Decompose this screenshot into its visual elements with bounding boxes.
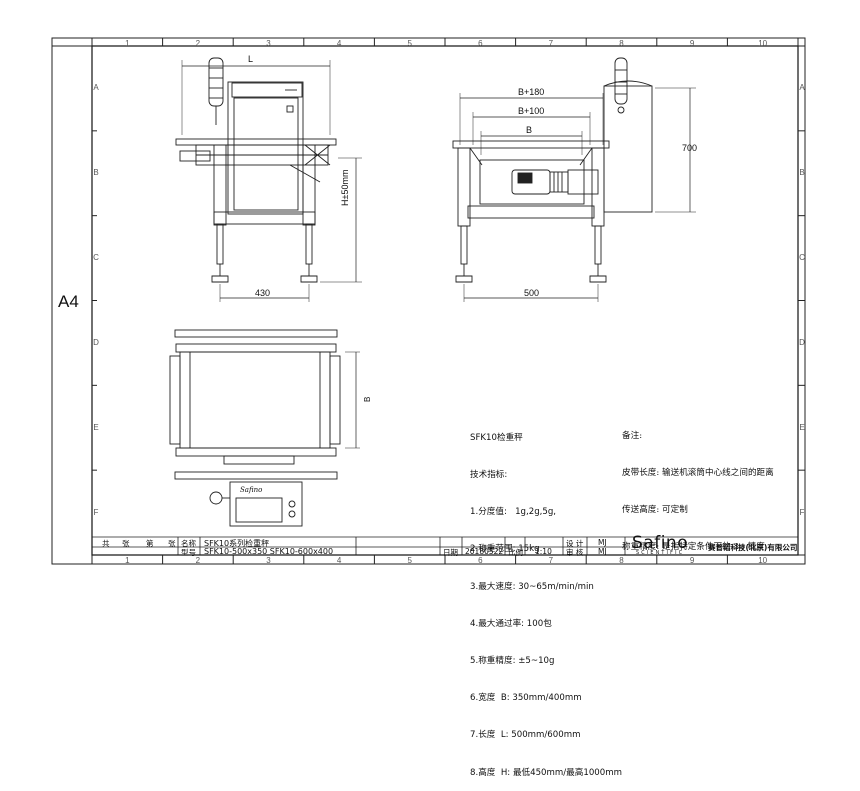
zone-column-label: 2 (195, 39, 201, 48)
zone-column-label: 7 (548, 556, 554, 565)
tb-design-value: MJ (598, 538, 607, 547)
zone-row-label: A (799, 83, 805, 93)
zone-column-label: 2 (195, 556, 201, 565)
tb-name-value: SFK10系列检重秤 (204, 539, 270, 548)
remarks-title: 备注: (622, 430, 643, 441)
sheet-size-label: A4 (58, 292, 79, 311)
zone-column-label: 4 (336, 556, 342, 565)
spec-item: 1.分度值: 1g,2g,5g, (470, 507, 557, 518)
tb-scale-value: 1:10 (535, 547, 552, 556)
zone-row-label: C (799, 253, 805, 263)
top-view (169, 329, 360, 527)
tb-model-value: SFK10-500x350 SFK10-600x400 (204, 547, 334, 556)
specs-subtitle: 技术指标: (470, 470, 508, 481)
zone-column-label: 7 (548, 39, 554, 48)
zone-column-label: 5 (407, 556, 412, 565)
zone-column-label: 1 (125, 556, 130, 565)
spec-item: 5.称重精度: ±5~10g (470, 656, 555, 667)
zone-column-label: 8 (619, 556, 624, 565)
zone-column-label: 10 (758, 39, 768, 48)
panel-logo: Safino (240, 486, 263, 494)
spec-item: 6.宽度 B: 350mm/400mm (470, 693, 582, 704)
tb-page-label2: 张 (168, 539, 176, 548)
dim-b100: B+100 (518, 106, 545, 116)
title-block (92, 536, 798, 556)
zone-column-label: 4 (336, 39, 342, 48)
dim-L: L (248, 54, 254, 64)
specs-block: SFK10检重秤 技术指标: 1.分度值: 1g,2g,5g, 2.称重范围: … (470, 407, 622, 791)
zone-row-label: D (799, 337, 805, 347)
specs-title: SFK10检重秤 (470, 432, 523, 443)
brand-sub: SCIENTIFIC (636, 551, 685, 556)
dim-b180: B+180 (518, 87, 545, 97)
zone-row-label: E (93, 422, 99, 432)
tb-total-label: 共 (102, 539, 110, 548)
dim-700: 700 (682, 143, 698, 153)
zone-row-label: F (799, 507, 805, 517)
dim-height: H±50mm (340, 169, 350, 206)
zone-row-label: A (93, 83, 99, 93)
zone-column-label: 3 (266, 556, 271, 565)
remark-item: 皮带长度: 输送机滚筒中心线之间的距离 (622, 468, 774, 479)
zone-column-ticks (162, 38, 728, 564)
tb-date-label: 日期 (443, 548, 458, 557)
company-name: 赛普诺科技(北京)有限公司 (708, 543, 798, 552)
spec-item: 7.长度 L: 500mm/600mm (470, 730, 581, 741)
zone-column-label: 6 (478, 556, 483, 565)
zone-column-label: 9 (689, 39, 695, 48)
zone-column-label: 6 (478, 39, 483, 48)
tb-scale-label: 比例 (508, 548, 523, 557)
zone-row-label: E (799, 422, 805, 432)
zone-row-label: F (93, 507, 99, 517)
dim-430: 430 (255, 288, 271, 298)
dim-500: 500 (524, 288, 540, 298)
tb-design-label: 设 计 (566, 539, 584, 548)
zone-column-label: 8 (619, 39, 624, 48)
remark-item: 称重精度: 是指特定条件下的 3σ 精度 (622, 542, 765, 553)
remark-item: 传送高度: 可定制 (622, 505, 688, 516)
tb-page-label: 第 (146, 539, 154, 548)
drawing-canvas (51, 37, 806, 565)
spec-item: 4.最大通过率: 100包 (470, 618, 552, 629)
tb-review-label: 审 核 (566, 548, 584, 557)
zone-row-label: C (93, 253, 99, 263)
spec-item: 8.高度 H: 最低450mm/最高1000mm (470, 767, 622, 778)
remarks-block: 备注: 皮带长度: 输送机滚筒中心线之间的距离 传送高度: 可定制 称重精度: … (622, 405, 774, 566)
zone-column-label: 3 (266, 39, 271, 48)
spec-item: 3.最大速度: 30~65m/min/min (470, 581, 594, 592)
tb-date-value: 20180522 (465, 547, 504, 556)
zone-row-ticks (92, 130, 805, 471)
dim-b: B (526, 125, 533, 135)
tb-sheets-label: 张 (122, 539, 130, 548)
zone-column-label: 10 (758, 556, 768, 565)
zone-column-label: 1 (125, 39, 130, 48)
front-view (175, 57, 362, 302)
tb-name-label: 名称 (181, 539, 196, 548)
dim-b-top: B (363, 396, 372, 402)
tb-model-label: 型号 (181, 548, 196, 557)
zone-row-label: B (799, 168, 805, 178)
zone-column-label: 5 (407, 39, 412, 48)
zone-row-label: D (93, 337, 99, 347)
zone-row-label: B (93, 168, 99, 178)
brand-logo: Safino (632, 533, 689, 553)
tb-review-value: MJ (598, 547, 607, 556)
spec-item: 2.称重范围: 15kg (470, 544, 540, 555)
zone-column-label: 9 (689, 556, 695, 565)
side-view (452, 57, 696, 302)
